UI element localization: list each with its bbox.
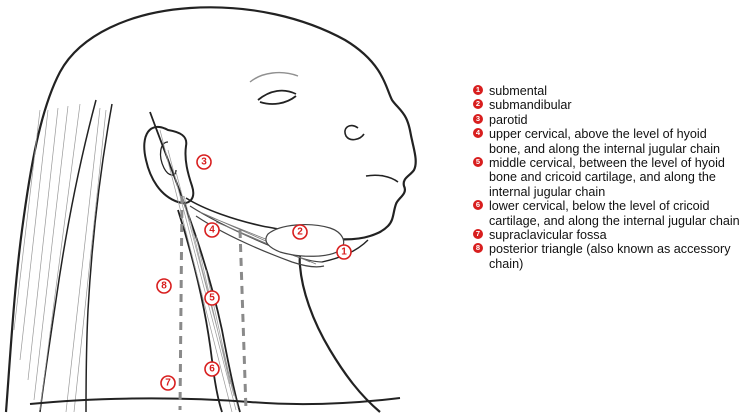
- legend-number-badge: 7: [473, 229, 483, 239]
- legend-item-7: 7 supraclavicular fossa: [473, 228, 741, 242]
- legend-item-1: 1 submental: [473, 84, 741, 98]
- legend-number-badge: 1: [473, 85, 483, 95]
- legend-item-6: 6 lower cervical, below the level of cri…: [473, 199, 741, 228]
- marker-6: 6: [205, 362, 219, 376]
- legend-item-5: 5 middle cervical, between the level of …: [473, 156, 741, 199]
- marker-5: 5: [205, 291, 219, 305]
- legend-item-label: middle cervical, between the level of hy…: [489, 156, 741, 199]
- marker-2-label: 2: [297, 227, 303, 238]
- legend-number-badge: 5: [473, 157, 483, 167]
- legend-item-label: lower cervical, below the level of crico…: [489, 199, 741, 228]
- legend-item-8: 8 posterior triangle (also known as acce…: [473, 242, 741, 271]
- marker-5-label: 5: [209, 293, 215, 304]
- marker-8-label: 8: [161, 281, 167, 292]
- marker-1-label: 1: [341, 247, 347, 258]
- marker-1: 1: [337, 245, 351, 259]
- legend-number-badge: 8: [473, 243, 483, 253]
- legend-number-badge: 3: [473, 114, 483, 124]
- marker-3: 3: [197, 155, 211, 169]
- legend-item-label: parotid: [489, 113, 741, 127]
- legend-number-badge: 6: [473, 200, 483, 210]
- mouth: [366, 175, 398, 182]
- legend-item-label: submental: [489, 84, 741, 98]
- marker-6-label: 6: [209, 364, 215, 375]
- legend-item-3: 3 parotid: [473, 113, 741, 127]
- legend-item-4: 4 upper cervical, above the level of hyo…: [473, 127, 741, 156]
- legend-item-2: 2 submandibular: [473, 98, 741, 112]
- legend-item-label: submandibular: [489, 98, 741, 112]
- legend-item-label: supraclavicular fossa: [489, 228, 741, 242]
- marker-4: 4: [205, 223, 219, 237]
- marker-7-label: 7: [165, 378, 171, 389]
- head-neck-illustration: 1 2 3 4 5 6 7 8: [0, 0, 450, 419]
- legend-item-label: upper cervical, above the level of hyoid…: [489, 127, 741, 156]
- marker-2: 2: [293, 225, 307, 239]
- dashed-line-anterior: [240, 230, 246, 410]
- eye: [258, 91, 296, 104]
- legend-number-badge: 2: [473, 99, 483, 109]
- marker-8: 8: [157, 279, 171, 293]
- lymph-node-legend: 1 submental 2 submandibular 3 parotid 4 …: [473, 84, 741, 271]
- marker-3-label: 3: [201, 157, 207, 168]
- legend-item-label: posterior triangle (also known as access…: [489, 242, 741, 271]
- marker-7: 7: [161, 376, 175, 390]
- dashed-line-posterior: [180, 196, 182, 410]
- legend-number-badge: 4: [473, 128, 483, 138]
- nostril: [345, 126, 364, 140]
- marker-4-label: 4: [209, 225, 215, 236]
- eyebrow: [250, 73, 298, 82]
